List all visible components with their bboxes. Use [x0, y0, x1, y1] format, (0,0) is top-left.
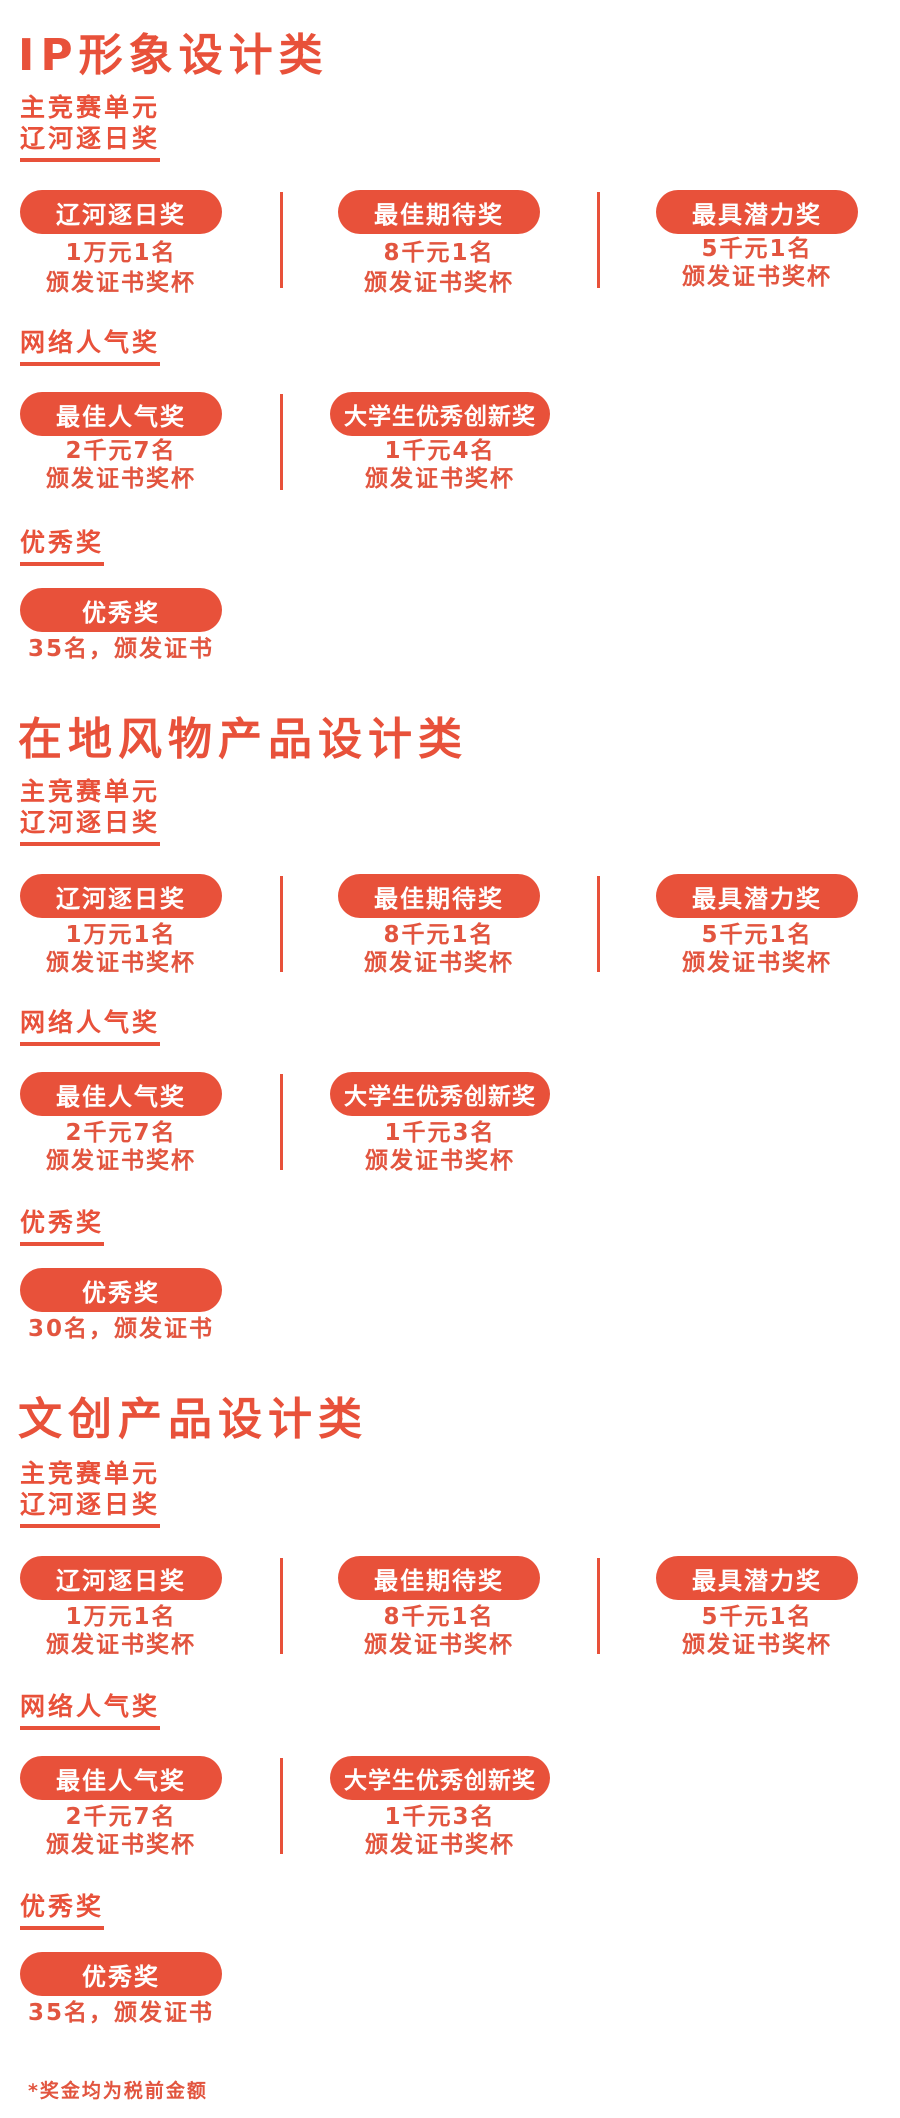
divider: [280, 1074, 283, 1170]
main-unit-label: 主竞赛单元: [20, 1459, 161, 1488]
award-pill: 最佳人气奖: [20, 392, 222, 436]
award-amount: 5千元1名: [701, 236, 813, 262]
award-pill: 辽河逐日奖: [20, 190, 222, 234]
award-amount: 1万元1名: [65, 240, 177, 266]
award-pill: 辽河逐日奖: [20, 1556, 222, 1600]
award-prize: 颁发证书奖杯: [364, 1632, 514, 1658]
award-amount: 5千元1名: [701, 922, 813, 948]
divider: [597, 876, 600, 972]
award-pill: 最具潜力奖: [656, 874, 858, 918]
award-amount: 5千元1名: [701, 1604, 813, 1630]
divider: [597, 1558, 600, 1654]
award-pill: 最佳期待奖: [338, 1556, 540, 1600]
award-pill: 优秀奖: [20, 588, 222, 632]
award-desc: 35名，颁发证书: [27, 636, 214, 662]
award-amount: 8千元1名: [383, 922, 495, 948]
award-pill: 大学生优秀创新奖: [330, 1072, 550, 1116]
popular-award-heading: 网络人气奖: [20, 1692, 161, 1730]
award-amount: 1万元1名: [65, 1604, 177, 1630]
award-amount: 2千元7名: [65, 438, 177, 464]
award-prize: 颁发证书奖杯: [46, 1832, 196, 1858]
award-amount: 2千元7名: [65, 1120, 177, 1146]
award-prize: 颁发证书奖杯: [46, 1148, 196, 1174]
award-pill: 辽河逐日奖: [20, 874, 222, 918]
section-title: 文创产品设计类: [18, 1394, 368, 1445]
award-prize: 颁发证书奖杯: [46, 950, 196, 976]
award-pill: 优秀奖: [20, 1952, 222, 1996]
section-title: 在地风物产品设计类: [18, 714, 468, 765]
award-prize: 颁发证书奖杯: [364, 950, 514, 976]
divider: [280, 394, 283, 490]
main-award-heading: 辽河逐日奖: [20, 808, 161, 846]
award-pill: 大学生优秀创新奖: [330, 392, 550, 436]
award-prize: 颁发证书奖杯: [46, 1632, 196, 1658]
excellent-award-heading: 优秀奖: [20, 528, 105, 566]
award-amount: 1千元3名: [384, 1804, 496, 1830]
main-award-heading: 辽河逐日奖: [20, 124, 161, 162]
award-prize: 颁发证书奖杯: [365, 466, 515, 492]
award-desc: 35名，颁发证书: [27, 2000, 214, 2026]
main-unit-label: 主竞赛单元: [20, 777, 161, 806]
popular-award-heading: 网络人气奖: [20, 1008, 161, 1046]
award-amount: 8千元1名: [383, 240, 495, 266]
award-pill: 最佳期待奖: [338, 874, 540, 918]
award-prize: 颁发证书奖杯: [365, 1832, 515, 1858]
award-prize: 颁发证书奖杯: [682, 264, 832, 290]
award-amount: 1千元4名: [384, 438, 496, 464]
excellent-award-heading: 优秀奖: [20, 1208, 105, 1246]
award-pill: 优秀奖: [20, 1268, 222, 1312]
award-pill: 最具潜力奖: [656, 1556, 858, 1600]
popular-award-heading: 网络人气奖: [20, 328, 161, 366]
divider: [280, 876, 283, 972]
award-pill: 大学生优秀创新奖: [330, 1756, 550, 1800]
award-prize: 颁发证书奖杯: [365, 1148, 515, 1174]
award-prize: 颁发证书奖杯: [46, 270, 196, 296]
award-amount: 1万元1名: [65, 922, 177, 948]
divider: [280, 192, 283, 288]
award-pill: 最具潜力奖: [656, 190, 858, 234]
award-desc: 30名，颁发证书: [27, 1316, 214, 1342]
divider: [280, 1558, 283, 1654]
award-prize: 颁发证书奖杯: [364, 270, 514, 296]
section-title: IP形象设计类: [18, 30, 329, 81]
award-amount: 8千元1名: [383, 1604, 495, 1630]
main-unit-label: 主竞赛单元: [20, 93, 161, 122]
excellent-award-heading: 优秀奖: [20, 1892, 105, 1930]
divider: [280, 1758, 283, 1854]
footnote: *奖金均为税前金额: [28, 2080, 208, 2102]
award-pill: 最佳人气奖: [20, 1756, 222, 1800]
award-pill: 最佳人气奖: [20, 1072, 222, 1116]
award-prize: 颁发证书奖杯: [682, 950, 832, 976]
main-award-heading: 辽河逐日奖: [20, 1490, 161, 1528]
divider: [597, 192, 600, 288]
award-prize: 颁发证书奖杯: [46, 466, 196, 492]
award-pill: 最佳期待奖: [338, 190, 540, 234]
award-amount: 1千元3名: [384, 1120, 496, 1146]
award-prize: 颁发证书奖杯: [682, 1632, 832, 1658]
award-amount: 2千元7名: [65, 1804, 177, 1830]
